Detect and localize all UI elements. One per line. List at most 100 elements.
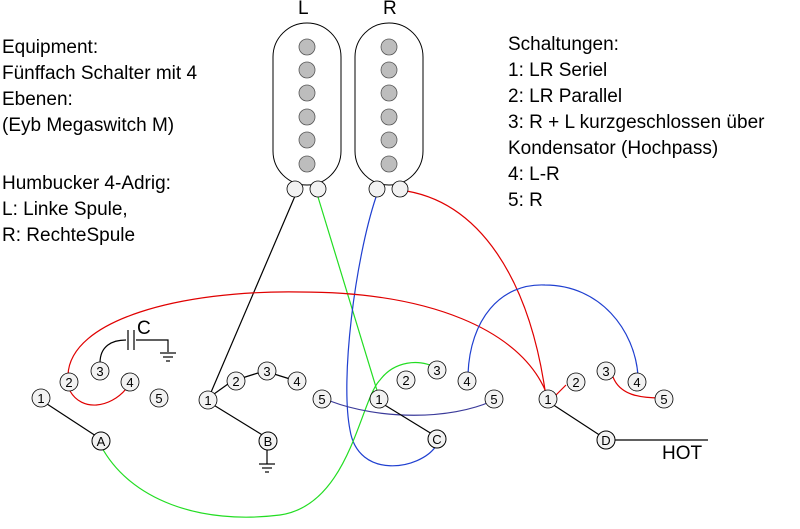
pickup-lead-terminal <box>391 180 409 198</box>
switch-terminal-label: 2 <box>65 375 72 390</box>
pickup-right-label: R <box>383 0 397 19</box>
capacitor: C <box>127 318 151 350</box>
wire-blue-loop <box>467 284 639 377</box>
schaltung-line: 1: LR Seriel <box>508 60 607 81</box>
switch-terminal <box>627 372 647 392</box>
switch-pole-label: D <box>601 433 610 448</box>
pickup-right <box>354 22 424 186</box>
switch-terminal-label: 4 <box>463 374 470 389</box>
switch-terminal-label: 3 <box>433 363 440 378</box>
switch-arm-c <box>382 403 433 435</box>
switch-terminal <box>198 390 218 410</box>
switch-level-d: 1 2 3 4 5 D <box>538 361 674 450</box>
schaltung-line: Schaltungen: <box>508 34 619 55</box>
switch-terminal <box>396 370 416 390</box>
switch-terminal-label: 3 <box>96 364 103 379</box>
switch-level-b: 1 2 3 4 B <box>198 361 307 451</box>
switch-terminal <box>566 372 586 392</box>
pole-screw <box>298 108 316 126</box>
wire-red <box>399 189 547 398</box>
switch-pole-label: B <box>264 434 273 449</box>
switch-terminal <box>59 372 79 392</box>
switch-terminal-label: 3 <box>263 364 270 379</box>
wire-cap-ground <box>136 339 169 352</box>
switch-terminal <box>369 389 389 409</box>
pickup-leads <box>286 180 409 198</box>
switch-arm-b <box>211 403 265 437</box>
switch-terminal-label: 4 <box>633 375 640 390</box>
switch-terminal <box>31 388 51 408</box>
wire-green-return <box>100 361 433 518</box>
switch-arm-a <box>43 401 97 437</box>
switch-terminal-label: 4 <box>293 374 300 389</box>
schaltung-line: 2: LR Parallel <box>508 86 622 107</box>
pickup-lead-terminal <box>286 180 304 198</box>
switch-terminal <box>149 388 169 408</box>
capacitor-label: C <box>137 318 151 339</box>
wire-cap <box>99 339 127 364</box>
schaltung-line: 3: R + L kurzgeschlossen über <box>508 112 765 133</box>
wire-red-arc <box>67 291 547 393</box>
switch-level-a: 1 2 3 4 5 A <box>31 361 169 451</box>
switch-terminal-label: 2 <box>232 374 239 389</box>
switch-arm-d <box>551 403 602 437</box>
ground-symbol-b <box>259 463 275 473</box>
switch-terminal <box>538 389 558 409</box>
wire-b34 <box>273 373 291 380</box>
wire-navy <box>329 400 493 416</box>
humbucker-line: L: Linke Spule, <box>2 199 128 220</box>
equipment-text: Equipment: Fünffach Schalter mit 4 Ebene… <box>2 37 197 136</box>
switch-pole <box>596 430 616 450</box>
switch-level-c: 5 1 2 3 4 5 C <box>312 360 504 449</box>
switch-terminal <box>287 371 307 391</box>
equipment-line: Fünffach Schalter mit 4 <box>2 63 197 84</box>
switch-terminal <box>654 389 674 409</box>
pickup-right-body <box>354 22 424 186</box>
wire-red-loop <box>69 388 127 406</box>
wire-black <box>208 195 296 398</box>
wire-b12 <box>213 383 229 395</box>
wire-b23 <box>241 372 259 379</box>
equipment-line: Ebenen: <box>2 89 73 110</box>
switch-pole-label: C <box>432 432 441 447</box>
switch-terminal-label: 5 <box>155 391 162 406</box>
switch-terminal-label: 3 <box>602 364 609 379</box>
pickup-lead-terminal <box>309 180 327 198</box>
pickup-left-label: L <box>298 0 309 19</box>
humbucker-line: R: RechteSpule <box>2 225 135 246</box>
pole-screw <box>380 61 398 79</box>
schaltung-line: 4: L-R <box>508 164 560 185</box>
pole-screw <box>298 84 316 102</box>
switch-terminal-label: 1 <box>544 392 551 407</box>
switch-pole-label: A <box>97 434 106 449</box>
pickup-left <box>272 22 342 186</box>
pole-screw <box>298 61 316 79</box>
switch-terminal <box>312 389 332 409</box>
switch-terminal-label: 1 <box>375 392 382 407</box>
pickup-lead-terminal <box>368 180 386 198</box>
switch-pole <box>427 429 447 449</box>
wire-green <box>317 196 380 398</box>
switch-terminal <box>427 360 447 380</box>
switch-terminal <box>120 372 140 392</box>
switch-terminal-label: 5 <box>318 392 325 407</box>
switch-terminal-label: 2 <box>572 375 579 390</box>
schaltung-line: Kondensator (Hochpass) <box>508 138 718 159</box>
switch-terminal-label: 4 <box>126 375 133 390</box>
hot-label: HOT <box>662 443 703 464</box>
pole-screw <box>298 38 316 56</box>
ground-symbol-cap <box>160 352 176 362</box>
switch-terminal-label: 5 <box>490 392 497 407</box>
switch-terminal <box>596 361 616 381</box>
switch-terminal <box>457 371 477 391</box>
equipment-line: Equipment: <box>2 37 98 58</box>
pole-screw <box>380 131 398 149</box>
pole-screw <box>298 155 316 173</box>
pole-screw <box>380 38 398 56</box>
switch-pole <box>258 431 278 451</box>
pickup-left-body <box>272 22 342 186</box>
schaltung-line: 5: R <box>508 190 543 211</box>
humbucker-text: Humbucker 4-Adrig: L: Linke Spule, R: Re… <box>2 173 171 246</box>
pole-screw <box>380 108 398 126</box>
